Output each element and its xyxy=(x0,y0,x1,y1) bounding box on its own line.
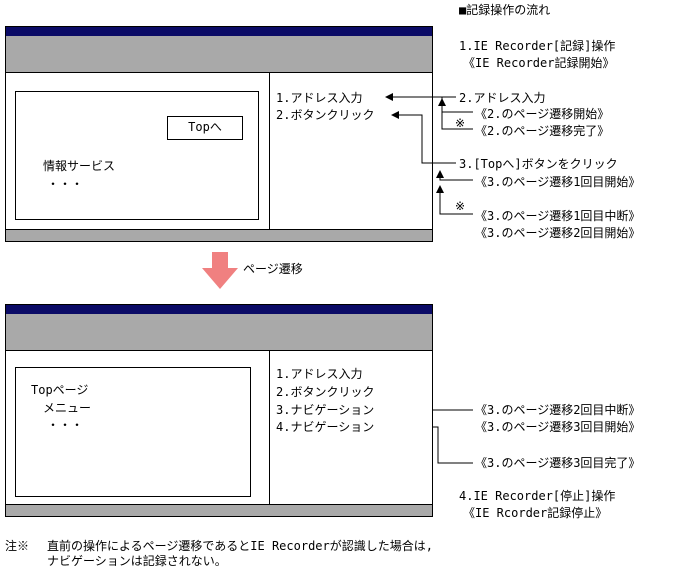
pane-divider xyxy=(269,351,270,505)
step-3-event: 《3.のページ遷移3回目完了》 xyxy=(475,456,641,470)
transition-arrow-icon xyxy=(202,252,238,289)
status-bar xyxy=(6,504,432,516)
pane-divider xyxy=(269,73,270,230)
asterisk-mark: ※ xyxy=(455,116,466,130)
toolbar xyxy=(6,36,432,73)
content-ellipsis: ・・・ xyxy=(47,177,84,191)
page-content-pane xyxy=(15,367,251,497)
content-text: Topページ xyxy=(31,383,89,397)
flow-title: ■記録操作の流れ xyxy=(459,3,551,17)
content-text: 情報サービス xyxy=(43,159,116,173)
note-line: ナビゲーションは記録されない。 xyxy=(47,554,227,568)
note-line: 直前の操作によるページ遷移であるとIE Recorderが認識した場合は, xyxy=(47,539,433,553)
recorded-item: 1.アドレス入力 xyxy=(276,91,363,105)
toolbar xyxy=(6,314,432,351)
title-bar xyxy=(6,27,432,36)
recorded-item: 2.ボタンクリック xyxy=(276,385,375,399)
recorded-item: 2.ボタンクリック xyxy=(276,108,375,122)
step-1-event: 《IE Recorder記録開始》 xyxy=(463,56,615,70)
content-text: メニュー xyxy=(43,401,92,415)
step-3-event: 《3.のページ遷移3回目開始》 xyxy=(475,420,641,434)
transition-label: ページ遷移 xyxy=(243,262,303,276)
step-3-event: 《3.のページ遷移1回目中断》 xyxy=(475,209,641,223)
title-bar xyxy=(6,305,432,314)
step-3-event: 《3.のページ遷移2回目開始》 xyxy=(475,226,641,240)
status-bar xyxy=(6,229,432,241)
recorded-item: 3.ナビゲーション xyxy=(276,403,375,417)
step-2-event: 《2.のページ遷移開始》 xyxy=(475,107,610,121)
step-3-event: 《3.のページ遷移2回目中断》 xyxy=(475,403,641,417)
note-prefix: 注※ xyxy=(5,539,30,553)
page-content-pane xyxy=(15,91,259,220)
step-3-event: 《3.のページ遷移1回目開始》 xyxy=(475,175,641,189)
recorded-item: 1.アドレス入力 xyxy=(276,367,363,381)
step-3-label: 3.[Topへ]ボタンをクリック xyxy=(459,157,618,171)
content-ellipsis: ・・・ xyxy=(47,418,84,432)
top-button[interactable]: Topへ xyxy=(167,116,243,140)
asterisk-mark: ※ xyxy=(455,199,466,213)
recorded-item: 4.ナビゲーション xyxy=(276,420,375,434)
step-2-event: 《2.のページ遷移完了》 xyxy=(475,124,610,138)
step-1-label: 1.IE Recorder[記録]操作 xyxy=(459,39,616,53)
step-4-event: 《IE Rcorder記録停止》 xyxy=(463,506,608,520)
step-2-label: 2.アドレス入力 xyxy=(459,91,546,105)
step-4-label: 4.IE Recorder[停止]操作 xyxy=(459,489,616,503)
